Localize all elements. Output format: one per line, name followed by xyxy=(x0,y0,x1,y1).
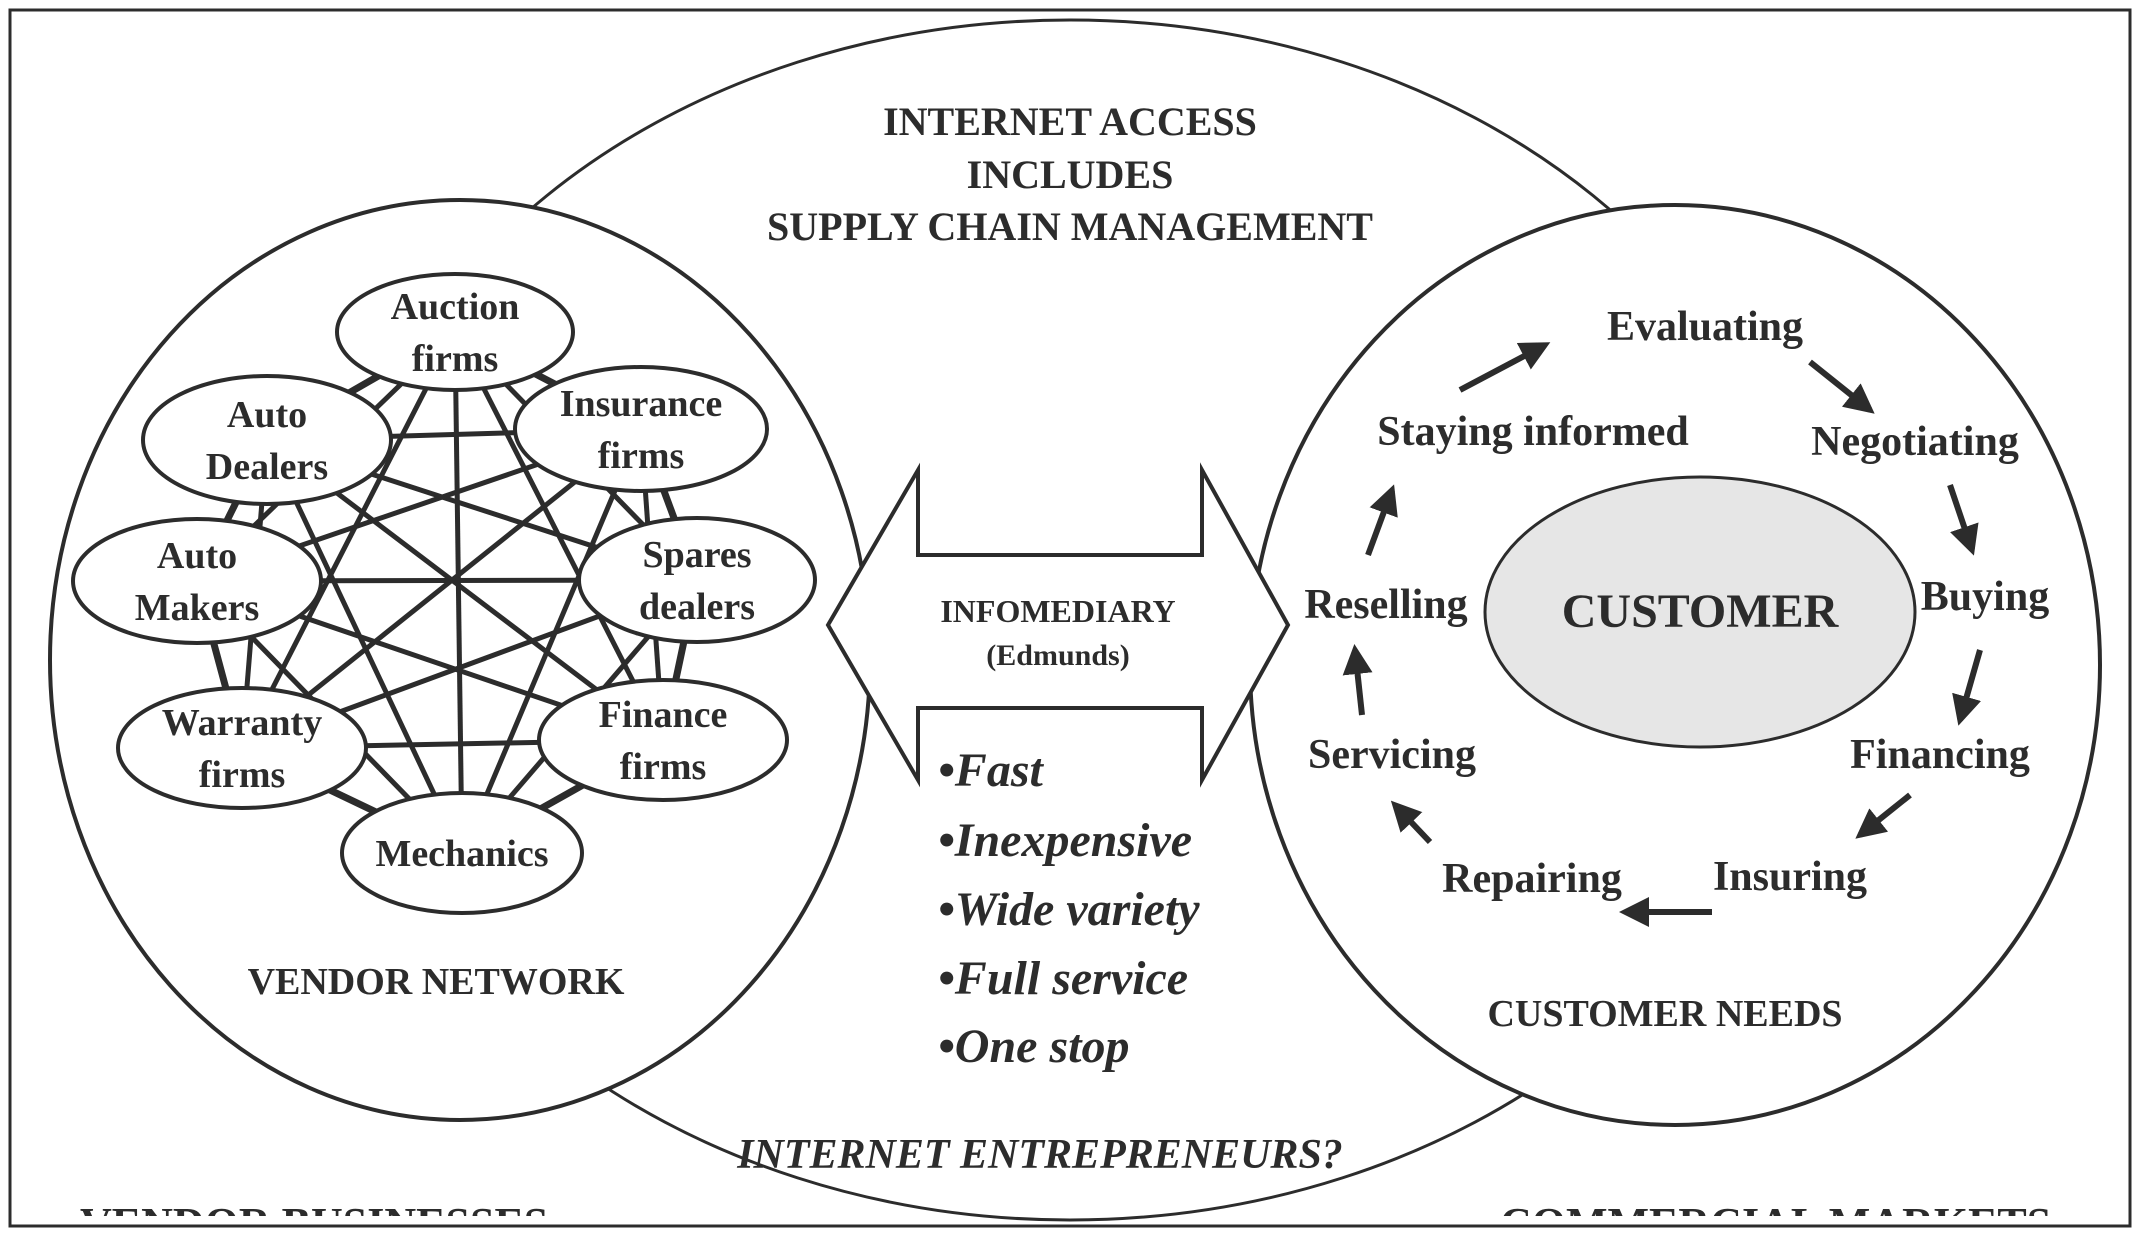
cycle-step-buying: Buying xyxy=(1921,574,2049,620)
benefit-item: •One stop xyxy=(938,1020,1129,1073)
vendor-network-caption: VENDOR NETWORK xyxy=(248,961,625,1003)
customer-needs-caption: CUSTOMER NEEDS xyxy=(1487,993,1842,1035)
vendor-node-label: dealers xyxy=(639,586,755,628)
vendor-node-label: firms xyxy=(620,746,707,788)
vendor-node-label: Spares xyxy=(642,534,751,576)
vendor-node-label: firms xyxy=(199,754,286,796)
top-label-line-2: INCLUDES xyxy=(967,152,1174,197)
cycle-step-financing: Financing xyxy=(1850,732,2030,778)
vendor-node-label: Auto xyxy=(157,535,237,577)
infomediary-title: INFOMEDIARY xyxy=(940,593,1175,629)
vendor-node-label: firms xyxy=(598,435,685,477)
vendor-node-label: Mechanics xyxy=(375,833,548,875)
top-label-line-3: SUPPLY CHAIN MANAGEMENT xyxy=(767,204,1373,249)
cycle-step-insuring: Insuring xyxy=(1713,854,1867,900)
vendor-node-finance: Finance firms xyxy=(537,678,789,802)
vendor-node-auction: Auction firms xyxy=(335,272,575,392)
vendor-node-warranty: Warranty firms xyxy=(116,686,368,810)
vendor-link xyxy=(459,428,644,854)
cycle-step-servicing: Servicing xyxy=(1308,732,1476,778)
vendor-node-insurance: Insurance firms xyxy=(513,365,769,493)
cycle-arrow xyxy=(1947,484,1979,556)
vendor-node-label: Warranty xyxy=(162,702,322,744)
vendor-node-mechanics: Mechanics xyxy=(340,791,584,915)
cycle-step-staying-informed: Staying informed xyxy=(1377,409,1689,455)
vendor-node-ellipse xyxy=(141,374,393,506)
vendor-node-ellipse xyxy=(335,272,575,392)
vendor-node-ellipse xyxy=(340,791,584,915)
vendor-link xyxy=(264,438,465,855)
cycle-arrow xyxy=(1808,359,1875,414)
vendor-node-label: Finance xyxy=(599,694,728,736)
benefit-item: •Fast xyxy=(938,744,1045,797)
benefit-item: •Wide variety xyxy=(938,883,1200,936)
vendor-link xyxy=(452,331,465,854)
cycle-step-evaluating: Evaluating xyxy=(1607,304,1803,350)
vendor-node-ellipse xyxy=(116,686,368,810)
benefit-list: •Fast •Inexpensive •Wide variety •Full s… xyxy=(938,744,1200,1073)
cycle-arrow xyxy=(1365,484,1398,557)
vendor-node-label: Auction xyxy=(391,286,520,328)
top-label-line-1: INTERNET ACCESS xyxy=(883,99,1257,144)
internet-entrepreneurs-label: INTERNET ENTREPRENEURS? xyxy=(736,1132,1343,1178)
top-label: INTERNET ACCESS INCLUDES SUPPLY CHAIN MA… xyxy=(767,99,1373,249)
customer-center-label: CUSTOMER xyxy=(1562,585,1840,638)
commercial-markets-cut-label: COMMERCIAL MARKETS xyxy=(1500,1199,2051,1236)
cycle-arrow xyxy=(1390,800,1433,845)
cycle-step-repairing: Repairing xyxy=(1442,856,1622,902)
customer-cycle: Evaluating Negotiating Buying Financing … xyxy=(1304,304,2049,902)
cycle-arrow xyxy=(1458,342,1551,393)
cycle-arrow xyxy=(1855,792,1912,839)
vendor-nodes: AuctionfirmsInsurancefirmsSparesdealersF… xyxy=(71,272,817,915)
vendor-node-ellipse xyxy=(537,678,789,802)
vendor-node-ellipse xyxy=(577,516,817,644)
cycle-arrow xyxy=(1342,644,1373,716)
cycle-arrow xyxy=(1952,649,1983,726)
vendor-node-label: Dealers xyxy=(206,446,328,488)
vendor-node-label: Auto xyxy=(227,394,307,436)
benefit-item: •Full service xyxy=(938,952,1188,1005)
vendor-businesses-cut-label: VENDOR BUSINESSES xyxy=(80,1199,548,1236)
vendor-node-ellipse xyxy=(71,517,323,645)
cycle-step-reselling: Reselling xyxy=(1304,582,1467,628)
vendor-node-label: Insurance xyxy=(560,383,723,425)
infomediary-subtitle: (Edmunds) xyxy=(986,639,1129,672)
double-arrow xyxy=(825,462,1291,788)
vendor-node-ellipse xyxy=(513,365,769,493)
benefit-item: •Inexpensive xyxy=(938,814,1192,867)
vendor-link xyxy=(239,330,458,750)
customer-center-ellipse xyxy=(1483,475,1917,749)
vendor-node-label: Makers xyxy=(135,587,260,629)
cycle-step-negotiating: Negotiating xyxy=(1811,419,2019,465)
vendor-node-spares: Spares dealers xyxy=(577,516,817,644)
vendor-node-label: firms xyxy=(412,338,499,380)
outer-frame xyxy=(8,8,2132,1228)
